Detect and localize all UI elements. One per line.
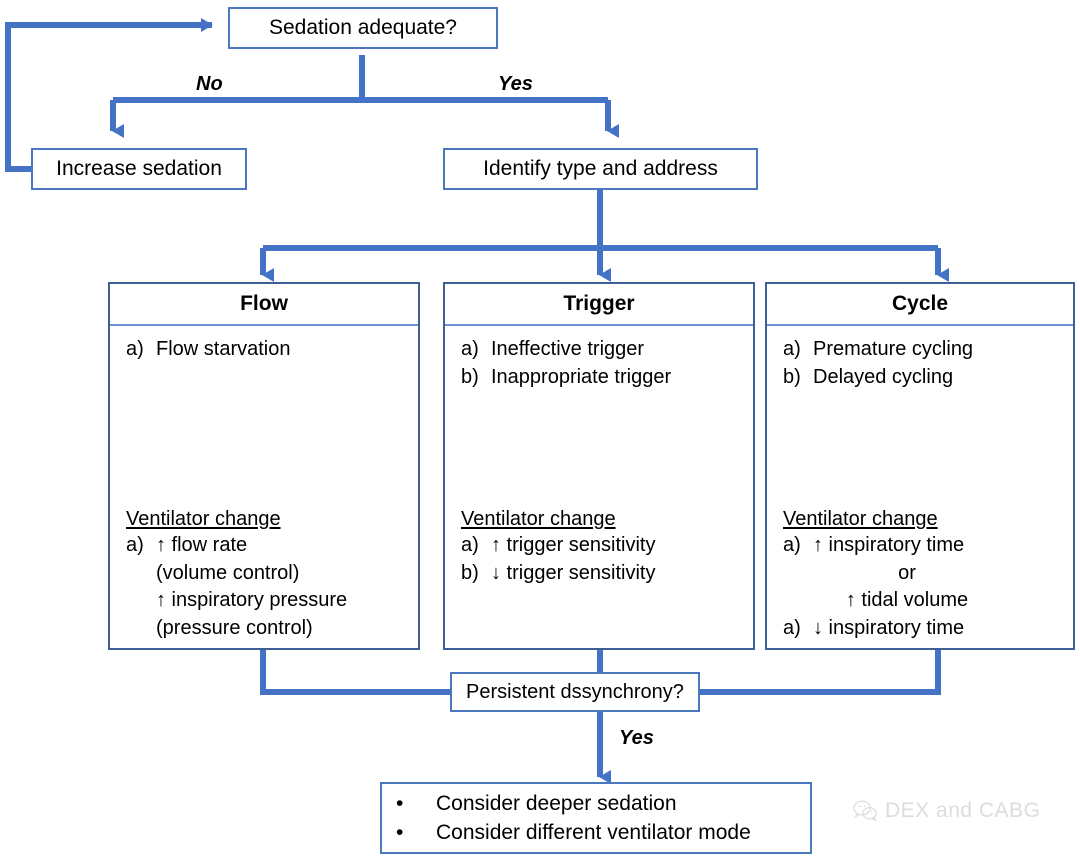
item-marker: b) bbox=[461, 561, 479, 584]
edge-label-yes-bottom: Yes bbox=[619, 727, 654, 749]
item-text: (pressure control) bbox=[156, 616, 313, 639]
item-marker bbox=[110, 560, 156, 588]
final-bullet-text: Consider deeper sedation bbox=[436, 791, 677, 815]
item-text: Inappropriate trigger bbox=[491, 365, 672, 388]
watermark: DEX and CABG bbox=[852, 798, 1040, 824]
item-marker: b) bbox=[783, 365, 801, 388]
node-increase-sedation[interactable]: Increase sedation bbox=[31, 148, 247, 190]
panel-trigger-change-title: Ventilator change bbox=[461, 508, 616, 530]
watermark-text: DEX and CABG bbox=[885, 799, 1041, 822]
item-marker: a) bbox=[783, 616, 801, 639]
edge-label-no: No bbox=[196, 73, 223, 95]
panel-flow-problem-0: a) Flow starvation bbox=[110, 336, 418, 364]
item-text: ↑ inspiratory time bbox=[813, 534, 965, 556]
panel-trigger-problem-1: b) Inappropriate trigger bbox=[445, 364, 753, 392]
panel-flow-change-3: (pressure control) bbox=[110, 615, 418, 643]
item-text: ↑ inspiratory pressure bbox=[156, 589, 348, 612]
panel-cycle-problem-0: a) Premature cycling bbox=[767, 336, 1073, 364]
panel-cycle-change-1: or bbox=[898, 561, 916, 584]
panel-trigger-change-0: a) ↑ trigger sensitivity bbox=[445, 532, 753, 560]
item-text: ↓ trigger sensitivity bbox=[491, 561, 656, 584]
item-text: (volume control) bbox=[156, 561, 300, 584]
panel-cycle-body: a) Premature cycling b) Delayed cycling … bbox=[767, 326, 1073, 648]
item-text: Premature cycling bbox=[813, 338, 974, 360]
panel-trigger-problem-0: a) Ineffective trigger bbox=[445, 336, 753, 364]
item-text: Flow starvation bbox=[156, 338, 291, 360]
panel-flow-change-1: (volume control) bbox=[110, 560, 418, 588]
panel-trigger-change-title-wrap: Ventilator change bbox=[445, 508, 753, 532]
panel-trigger[interactable]: Trigger a) Ineffective trigger b) Inappr… bbox=[443, 282, 755, 650]
item-marker: b) bbox=[461, 365, 479, 388]
node-increase-sedation-label: Increase sedation bbox=[56, 156, 222, 180]
panel-cycle[interactable]: Cycle a) Premature cycling b) Delayed cy… bbox=[765, 282, 1075, 650]
item-text: ↑ flow rate bbox=[156, 534, 248, 556]
panel-trigger-body: a) Ineffective trigger b) Inappropriate … bbox=[445, 326, 753, 648]
item-marker: a) bbox=[461, 534, 479, 556]
item-text: ↑ trigger sensitivity bbox=[491, 534, 656, 556]
edge-label-yes: Yes bbox=[498, 73, 533, 95]
final-bullet-text: Consider different ventilator mode bbox=[436, 821, 751, 844]
node-sedation-adequate-label: Sedation adequate? bbox=[268, 15, 457, 39]
panel-cycle-change-title-wrap: Ventilator change bbox=[767, 508, 1073, 532]
panel-cycle-change-3: a) ↓ inspiratory time bbox=[767, 615, 1073, 643]
item-marker: a) bbox=[126, 534, 144, 556]
final-bullet-row-1: • Consider different ventilator mode bbox=[382, 818, 810, 847]
node-identify-type-and-address[interactable]: Identify type and address bbox=[443, 148, 758, 190]
item-text: Delayed cycling bbox=[813, 365, 954, 388]
final-bullet-row-0: • Consider deeper sedation bbox=[382, 789, 810, 818]
panel-cycle-change-0: a) ↑ inspiratory time bbox=[767, 532, 1073, 560]
panel-trigger-change-1: b) ↓ trigger sensitivity bbox=[445, 560, 753, 588]
panel-flow[interactable]: Flow a) Flow starvation Ventilator chang… bbox=[108, 282, 420, 650]
panel-flow-change-title-wrap: Ventilator change bbox=[110, 508, 418, 532]
item-marker: a) bbox=[461, 338, 479, 360]
item-marker: a) bbox=[783, 534, 801, 556]
panel-flow-change-title: Ventilator change bbox=[126, 508, 281, 530]
node-identify-type-label: Identify type and address bbox=[483, 156, 718, 180]
panel-cycle-change-title: Ventilator change bbox=[783, 508, 938, 530]
item-marker: a) bbox=[126, 338, 144, 360]
panel-trigger-header: Trigger bbox=[445, 284, 753, 326]
node-persistent-dyssynchrony-label: Persistent dssynchrony? bbox=[466, 680, 684, 703]
panel-cycle-change-2: ↑ tidal volume bbox=[845, 589, 969, 612]
panel-flow-body: a) Flow starvation Ventilator change a) … bbox=[110, 326, 418, 648]
panel-cycle-header: Cycle bbox=[767, 284, 1073, 326]
bullet-icon: • bbox=[396, 821, 404, 844]
item-marker bbox=[110, 587, 156, 615]
node-sedation-adequate[interactable]: Sedation adequate? bbox=[228, 7, 498, 49]
node-final-recommendations[interactable]: • Consider deeper sedation • Consider di… bbox=[380, 782, 812, 854]
bullet-icon: • bbox=[396, 791, 404, 815]
item-text: Ineffective trigger bbox=[491, 338, 645, 360]
panel-flow-change-0: a) ↑ flow rate bbox=[110, 532, 418, 560]
panel-cycle-problem-1: b) Delayed cycling bbox=[767, 364, 1073, 392]
panel-flow-header: Flow bbox=[110, 284, 418, 326]
item-marker bbox=[110, 615, 156, 643]
node-persistent-dyssynchrony[interactable]: Persistent dssynchrony? bbox=[450, 672, 700, 712]
item-text: ↓ inspiratory time bbox=[813, 616, 965, 639]
wechat-icon bbox=[852, 798, 878, 824]
item-marker: a) bbox=[783, 338, 801, 360]
panel-flow-change-2: ↑ inspiratory pressure bbox=[110, 587, 418, 615]
